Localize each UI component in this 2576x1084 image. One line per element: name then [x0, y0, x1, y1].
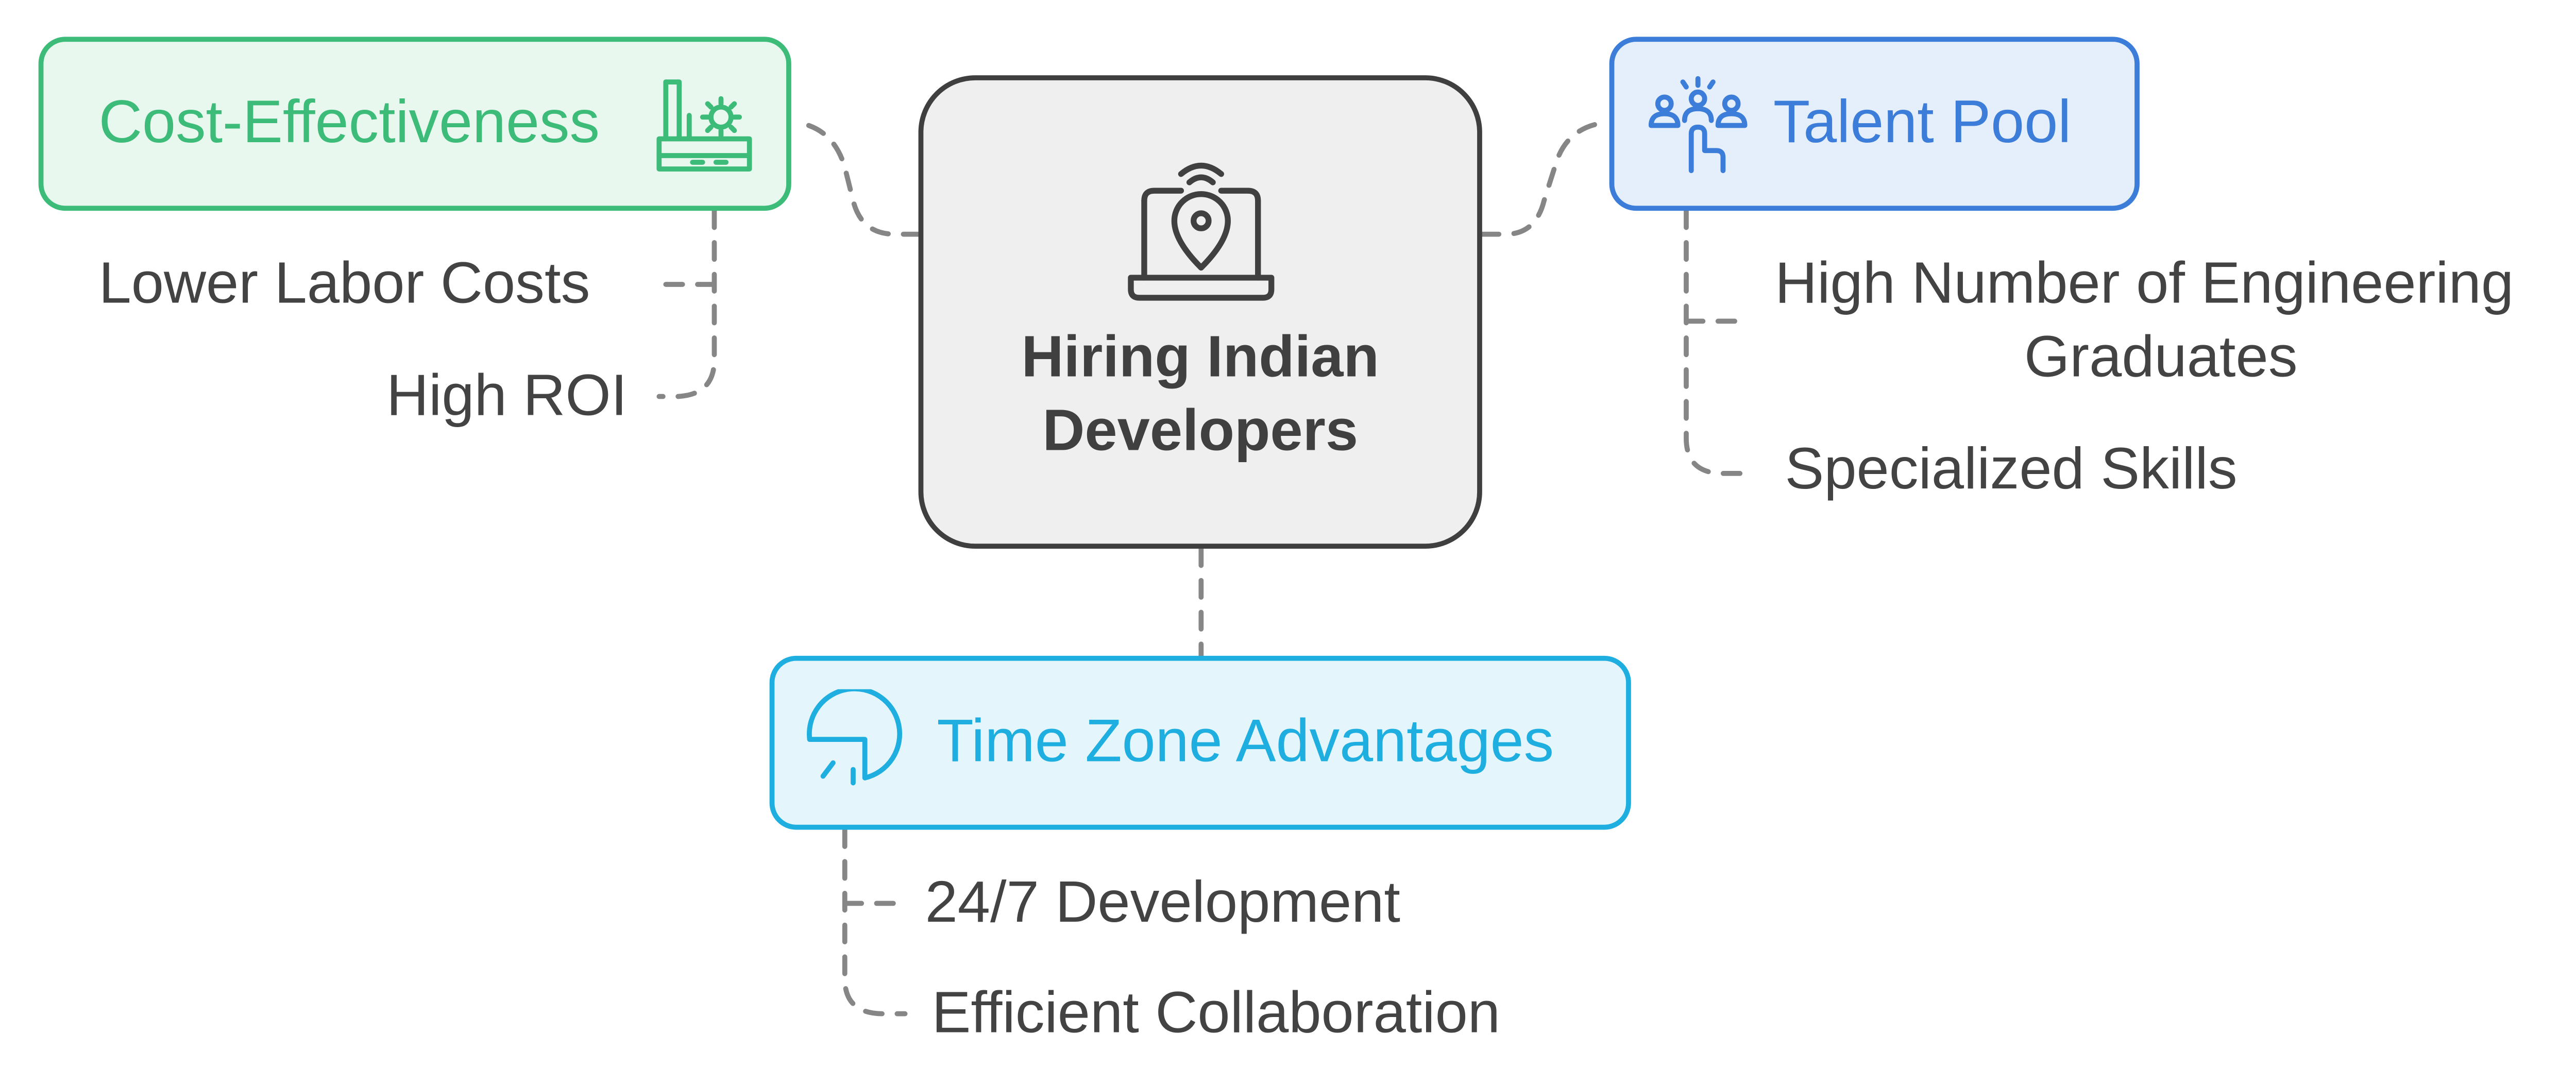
connector-talent-items	[1684, 208, 1749, 476]
time-zone-node	[769, 655, 1631, 830]
talent-pool-node	[1609, 37, 2140, 211]
talent-item-engineering-line2: Graduates	[2024, 324, 2298, 390]
time-zone-title: Time Zone Advantages	[937, 706, 1554, 775]
cost-item-lower-labor-costs: Lower Labor Costs	[98, 251, 590, 316]
talent-item-engineering-line1: High Number of Engineering	[1775, 251, 2514, 316]
time-dial-icon	[807, 689, 903, 786]
connector-time-items	[842, 827, 908, 1017]
connector-cost-items	[656, 208, 717, 399]
connector-center-cost	[792, 120, 923, 237]
center-node	[918, 75, 1482, 549]
factory-gear-icon	[656, 79, 752, 172]
cost-item-high-roi: High ROI	[386, 363, 628, 429]
time-item-efficient-collaboration: Efficient Collaboration	[931, 980, 1501, 1046]
people-hand-icon	[1648, 76, 1748, 174]
talent-item-specialized-skills: Specialized Skills	[1785, 436, 2238, 502]
time-item-24-7-development: 24/7 Development	[925, 870, 1400, 936]
center-title-line2: Developers	[1042, 398, 1359, 464]
connector-center-talent	[1479, 120, 1612, 237]
cost-effectiveness-title: Cost-Effectiveness	[98, 87, 600, 156]
talent-pool-title: Talent Pool	[1773, 87, 2072, 156]
laptop-location-icon	[1128, 162, 1275, 301]
center-title-line1: Hiring Indian	[1021, 324, 1379, 390]
